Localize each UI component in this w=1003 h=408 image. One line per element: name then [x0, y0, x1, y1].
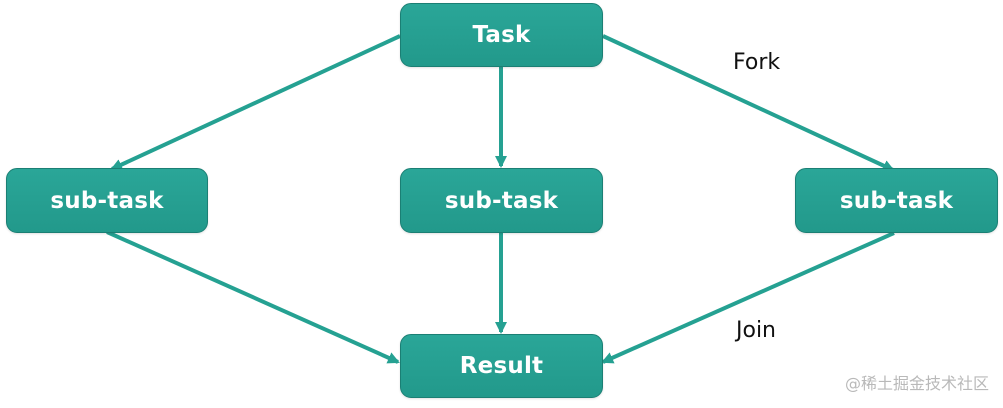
subtask-node-left: sub-task	[6, 168, 208, 233]
edge-task-to-subtask-right	[602, 34, 895, 172]
fork-label: Fork	[733, 50, 781, 75]
edge-subtask-left-to-result	[106, 230, 400, 364]
join-label: Join	[736, 318, 777, 343]
watermark: @稀土掘金技术社区	[844, 374, 989, 393]
subtask-node-middle: sub-task	[400, 168, 603, 233]
task-node: Task	[400, 3, 603, 67]
result-node: Result	[400, 334, 603, 398]
edge-subtask-right-to-result	[601, 231, 895, 364]
subtask-node-right: sub-task	[795, 168, 998, 233]
edge-task-to-subtask-left	[110, 34, 401, 171]
